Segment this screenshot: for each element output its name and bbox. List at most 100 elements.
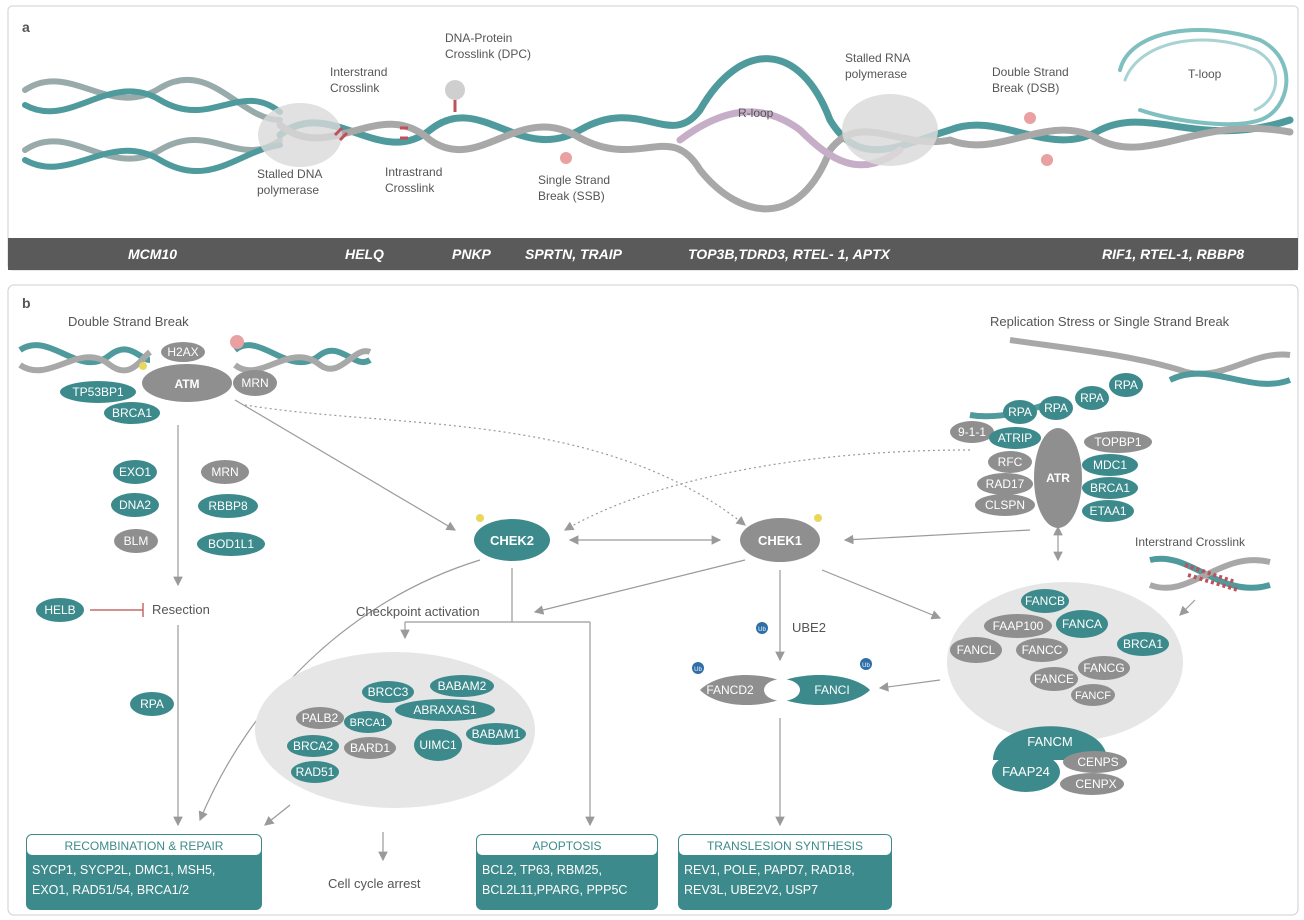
bc-4: ABRAXAS1 (413, 703, 477, 717)
label-interstrand-1: Interstrand (330, 65, 387, 79)
panel-a-labels: Stalled DNA polymerase Interstrand Cross… (257, 31, 1222, 203)
gene-mcm10: MCM10 (128, 246, 177, 262)
atr-left-4: CLSPN (985, 498, 1025, 512)
rpa-node (130, 692, 174, 716)
ub-fancd2: Ub (694, 667, 702, 673)
rbbp8-label: RBBP8 (208, 499, 248, 513)
crosslink-marks (333, 100, 457, 142)
cenpx-label: CENPX (1075, 777, 1116, 791)
tp53bp1-node (60, 381, 136, 403)
ub-fanci: Ub (862, 663, 870, 669)
recomb-title: RECOMBINATION & REPAIR (65, 839, 224, 853)
icl-marks (1184, 563, 1239, 592)
panel-a-dna (22, 28, 1294, 213)
fancm-label: FANCM (1027, 734, 1073, 749)
chek1-label: CHEK1 (758, 533, 802, 548)
gene-helq: HELQ (345, 246, 384, 262)
box-tls: TRANSLESION SYNTHESIS REV1, POLE, PAPD7,… (678, 834, 892, 910)
label-dsb-2: Break (DSB) (992, 81, 1059, 95)
dsb-dna (18, 342, 372, 374)
stalled-rna-polymerase-shape (842, 94, 938, 166)
atr-node (1034, 428, 1082, 528)
recomb-line2: EXO1, RAD51/54, BRCA1/2 (32, 883, 189, 897)
blm-label: BLM (124, 534, 149, 548)
atr-right-1: MDC1 (1093, 458, 1127, 472)
fa-2: FANCA (1062, 617, 1102, 631)
phospho-dot (139, 362, 147, 370)
checkpoint-activation-label: Checkpoint activation (356, 604, 480, 619)
dsb-damage-dot (230, 335, 244, 349)
fa-1: FAAP100 (993, 619, 1044, 633)
gene-sprtn-traip: SPRTN, TRAIP (525, 246, 623, 262)
chek1-phospho (814, 514, 822, 522)
gene-pnkp: PNKP (452, 246, 492, 262)
mrn-res-label: MRN (211, 465, 238, 479)
label-stalled-rna-1: Stalled RNA (845, 51, 910, 65)
resection-factors: EXO1 MRN DNA2 RBBP8 BLM BOD1L1 (111, 460, 265, 556)
icl-title: Interstrand Crosslink (1135, 535, 1246, 549)
atm-complex: H2AX ATM MRN TP53BP1 BRCA1 (60, 335, 277, 424)
brca1-atm-label: BRCA1 (112, 406, 152, 420)
atr-complex: ATR RPA RPA RPA RPA 9-1-1 ATRIP RFC RAD1… (950, 373, 1152, 528)
atr-right-0: TOPBP1 (1094, 435, 1141, 449)
chek2-node (474, 519, 550, 561)
tls-title: TRANSLESION SYNTHESIS (707, 839, 863, 853)
icl-dna (1148, 555, 1271, 591)
label-dsb-1: Double Strand (992, 65, 1069, 79)
apoptosis-title: APOPTOSIS (532, 839, 601, 853)
fa-8: FANCF (1075, 690, 1111, 702)
ube2-label: UBE2 (792, 620, 826, 635)
label-stalled-rna-2: polymerase (845, 67, 907, 81)
chek2-label: CHEK2 (490, 533, 534, 548)
atr-left-2: RFC (998, 455, 1023, 469)
mrn-atm-label: MRN (241, 376, 268, 390)
atr-left-3: RAD17 (986, 477, 1025, 491)
exo1-label: EXO1 (119, 465, 151, 479)
bc-0: BRCC3 (368, 685, 409, 699)
bc-2: PALB2 (302, 711, 339, 725)
atr-right-2: BRCA1 (1090, 481, 1130, 495)
ssb-damage-dot (560, 152, 572, 164)
chek1-node (740, 518, 820, 562)
panel-a-label: a (22, 19, 30, 35)
panel-b-label: b (22, 295, 31, 311)
tls-line1: REV1, POLE, PAPD7, RAD18, (684, 863, 855, 877)
tls-line2: REV3L, UBE2V2, USP7 (684, 883, 818, 897)
ub-ube2-label: Ub (758, 627, 766, 633)
label-ssb-2: Break (SSB) (538, 189, 605, 203)
label-dpc-1: DNA-Protein (445, 31, 512, 45)
bod1l1-label: BOD1L1 (208, 537, 254, 551)
rs-title: Replication Stress or Single Strand Brea… (990, 314, 1230, 329)
dna2-label: DNA2 (119, 498, 151, 512)
arrows (173, 399, 1196, 862)
resection-label: Resection (152, 602, 210, 617)
dsb-title: Double Strand Break (68, 314, 189, 329)
bc-6: BARD1 (350, 741, 390, 755)
label-stalled-dna-1: Stalled DNA (257, 167, 322, 181)
rpa-label: RPA (140, 697, 164, 711)
atr-left-0: 9-1-1 (958, 425, 986, 439)
fa-3: FANCL (957, 643, 996, 657)
label-intrastrand-1: Intrastrand (385, 165, 442, 179)
label-ssb-1: Single Strand (538, 173, 610, 187)
atr-label: ATR (1046, 471, 1070, 485)
ub-ube2 (756, 622, 768, 634)
bc-5: BRCA2 (293, 739, 333, 753)
dpc-protein-shape (445, 80, 465, 100)
atr-left-1: ATRIP (998, 431, 1032, 445)
box-apoptosis: APOPTOSIS BCL2, TP63, RBM25, BCL2L11,PPA… (476, 834, 658, 910)
h2ax-node (161, 342, 205, 362)
bc-9: RAD51 (296, 765, 335, 779)
label-stalled-dna-2: polymerase (257, 183, 319, 197)
fancd2-label: FANCD2 (706, 683, 754, 697)
tp53bp1-label: TP53BP1 (72, 385, 124, 399)
fancd2-fanci: FANCD2 FANCI Ub Ub (692, 658, 872, 705)
label-dpc-2: Crosslink (DPC) (445, 47, 531, 61)
atr-rpa-3: RPA (1080, 391, 1104, 405)
apoptosis-line2: BCL2L11,PPARG, PPP5C (482, 883, 627, 897)
label-interstrand-2: Crosslink (330, 81, 380, 95)
helb-label: HELB (44, 603, 75, 617)
apoptosis-line1: BCL2, TP63, RBM25, (482, 863, 602, 877)
gene-top3b: TOP3B,TDRD3, RTEL- 1, APTX (688, 246, 892, 262)
